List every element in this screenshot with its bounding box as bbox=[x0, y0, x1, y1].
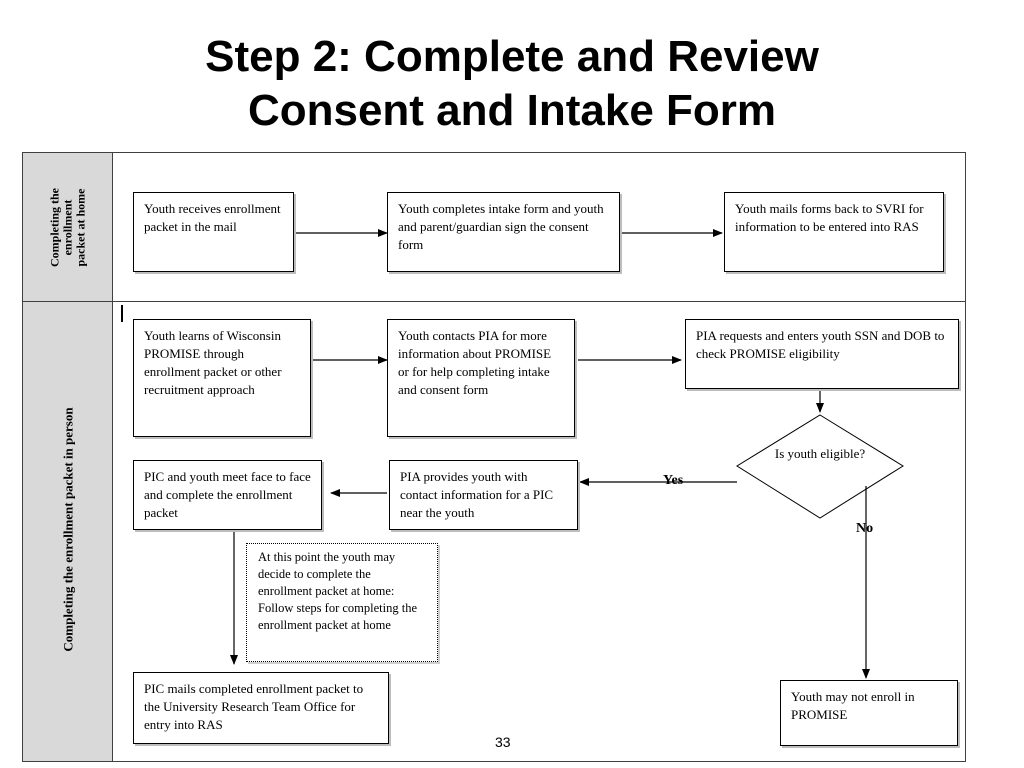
node-contacts-pia: Youth contacts PIA for more information … bbox=[387, 319, 575, 437]
slide-title: Step 2: Complete and Review Consent and … bbox=[0, 30, 1024, 138]
edge-label-no: No bbox=[856, 521, 874, 536]
node-learns-promise: Youth learns of Wisconsin PROMISE throug… bbox=[133, 319, 311, 437]
node-pia-provides: PIA provides youth with contact informat… bbox=[389, 460, 578, 530]
node-receives-packet: Youth receives enrollment packet in the … bbox=[133, 192, 294, 272]
node-pia-requests: PIA requests and enters youth SSN and DO… bbox=[685, 319, 959, 389]
node-pic-meet: PIC and youth meet face to face and comp… bbox=[133, 460, 322, 530]
edge-label-yes: Yes bbox=[663, 473, 684, 488]
page-number: 33 bbox=[495, 734, 511, 750]
title-line-1: Step 2: Complete and Review bbox=[205, 32, 819, 81]
node-mails-forms: Youth mails forms back to SVRI for infor… bbox=[724, 192, 944, 272]
node-may-not-enroll: Youth may not enroll in PROMISE bbox=[780, 680, 958, 746]
text-cursor-mark bbox=[121, 305, 123, 322]
lane-header-home: Completing the enrollment packet at home bbox=[22, 152, 113, 302]
lane-divider bbox=[22, 301, 966, 302]
node-pic-mails: PIC mails completed enrollment packet to… bbox=[133, 672, 389, 744]
node-completes-form: Youth completes intake form and youth an… bbox=[387, 192, 620, 272]
note-complete-at-home: At this point the youth may decide to co… bbox=[246, 543, 438, 662]
decision-label: Is youth eligible? bbox=[774, 446, 866, 461]
lane-header-in-person: Completing the enrollment packet in pers… bbox=[22, 302, 113, 762]
decision-diamond bbox=[736, 414, 904, 519]
title-line-2: Consent and Intake Form bbox=[247, 86, 777, 135]
